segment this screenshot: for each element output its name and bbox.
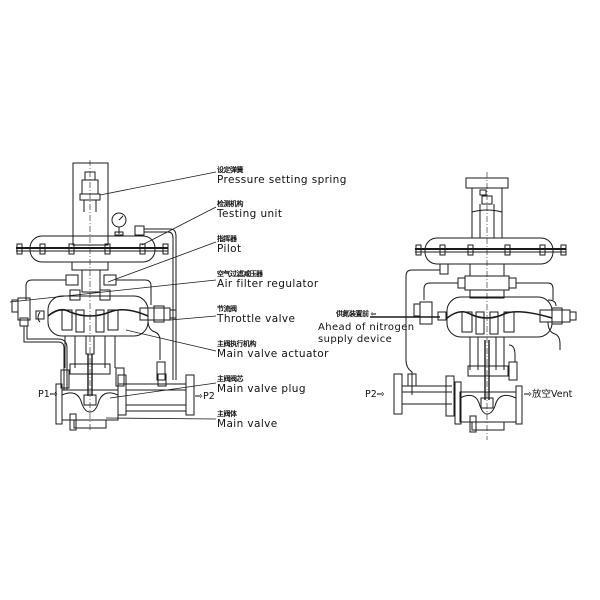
label-cn: 主阀执行机构 (217, 340, 256, 348)
label-en-line2: supply device (318, 334, 393, 345)
label-en: Main valve actuator (217, 348, 329, 360)
label-en: Air filter regulator (217, 278, 319, 290)
label-cn: 主阀体 (217, 410, 237, 418)
port-vent-outlet: ⇨放空Vent (524, 389, 573, 400)
label-en: Pilot (217, 243, 242, 255)
label-main-valve: 主阀体 Main valve (217, 411, 278, 430)
label-en: Main valve (217, 418, 278, 430)
label-nitrogen-supply: Ahead of nitrogen supply device (318, 322, 415, 345)
label-cn: 检测机构 (217, 200, 244, 208)
label-throttle-valve: 节流阀 Throttle valve (217, 306, 295, 325)
label-cn: 主阀阀芯 (217, 375, 243, 383)
label-cn: 空气过滤减压器 (217, 270, 263, 278)
label-pressure-setting-spring: 设定弹簧 Pressure setting spring (217, 167, 347, 186)
left-valve-assembly (11, 160, 195, 431)
label-nitrogen-supply-cn: 供氮装置前 ⇦ (336, 311, 376, 318)
label-main-valve-actuator: 主阀执行机构 Main valve actuator (217, 341, 329, 360)
label-testing-unit: 检测机构 Testing unit (217, 201, 282, 220)
label-cn: 设定弹簧 (217, 166, 243, 174)
label-pilot: 指挥器 Pilot (217, 236, 241, 255)
label-cn: 指挥器 (217, 235, 237, 243)
label-en: Testing unit (217, 208, 283, 220)
label-en: Pressure setting spring (217, 174, 347, 186)
leader-lines (9, 171, 217, 420)
label-en-line1: Ahead of nitrogen (318, 322, 415, 333)
port-p1-inlet: P1⇨ (38, 389, 58, 400)
label-main-valve-plug: 主阀阀芯 Main valve plug (217, 376, 306, 395)
label-en: Throttle valve (217, 313, 296, 325)
label-air-filter-regulator: 空气过滤减压器 Air filter regulator (217, 271, 319, 290)
right-valve-assembly (370, 172, 577, 440)
label-cn: 供氮装置前 ⇦ (336, 310, 376, 318)
port-p2-inlet: P2⇨ (365, 389, 385, 400)
label-en: Main valve plug (217, 383, 306, 395)
port-p2-outlet: ⇨P2 (195, 391, 215, 402)
label-cn: 节流阀 (217, 305, 237, 313)
